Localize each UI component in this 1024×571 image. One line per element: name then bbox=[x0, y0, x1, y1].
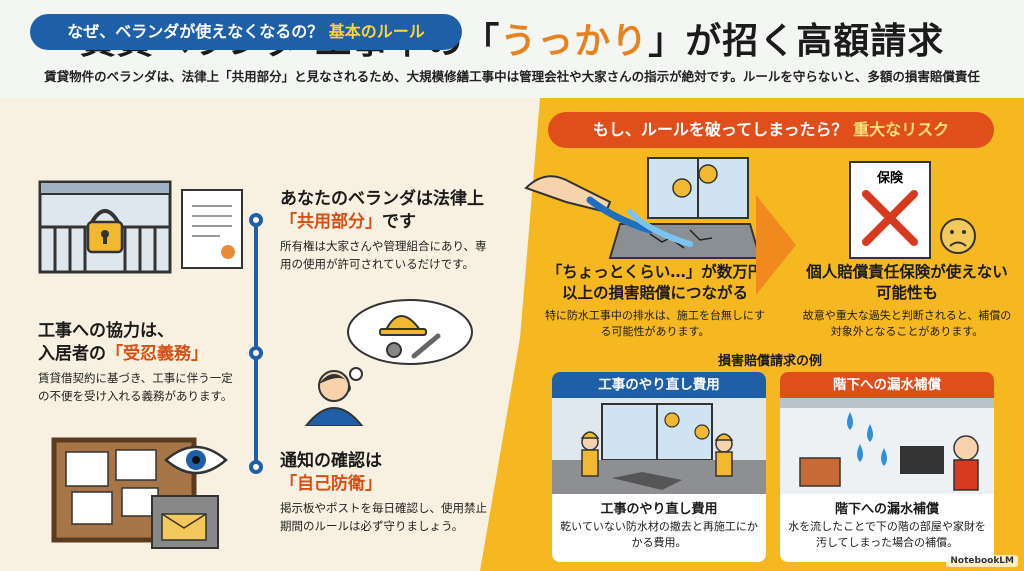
major-risk-accent: 重大なリスク bbox=[853, 120, 950, 139]
rule-common-area: あなたのベランダは法律上 「共用部分」です 所有権は大家さんや管理組合にあり、専… bbox=[280, 188, 490, 274]
timeline-dot-3 bbox=[249, 460, 263, 474]
insurance-label: 保険 bbox=[876, 170, 904, 186]
major-risk-pill: もし、ルールを破ってしまったら？ 重大なリスク bbox=[548, 112, 994, 148]
example-card-leak-image bbox=[780, 398, 994, 494]
coin-icon bbox=[672, 164, 718, 198]
notebooklm-logo: NotebookLM bbox=[946, 555, 1018, 567]
timeline-line bbox=[254, 220, 258, 470]
arrow-right-icon bbox=[756, 195, 796, 295]
gear-icon bbox=[386, 342, 402, 358]
risk-damages-body: 特に防水工事中の排水は、施工を台無しにする可能性があります。 bbox=[544, 308, 766, 339]
risk-insurance-body: 故意や重大な過失と判断されると、補償の対象外となることがあります。 bbox=[802, 308, 1012, 339]
notice-board-illustration bbox=[51, 437, 228, 549]
document-icon bbox=[181, 189, 243, 269]
example-card-redo: 工事のやり直し費用 工事のやり直し費用 乾いていない防水材の撤去と再施工にか bbox=[552, 372, 766, 562]
rule-common-area-heading: あなたのベランダは法律上 「共用部分」です bbox=[280, 189, 484, 232]
timeline-dot-2 bbox=[249, 346, 263, 360]
major-risk-question: もし、ルールを破ってしまったら？ bbox=[592, 120, 848, 139]
basic-rules-pill: なぜ、ベランダが使えなくなるの？ 基本のルール bbox=[30, 14, 462, 50]
sad-face-icon bbox=[940, 218, 976, 254]
risk-insurance: 個人賠償責任保険が使えない可能性も 故意や重大な過失と判断されると、補償の対象外… bbox=[800, 262, 1014, 341]
rule-self-defense: 通知の確認は 「自己防衛」 掲示板やポストを毎日確認し、使用禁止期間のルールは必… bbox=[280, 450, 490, 536]
title-part2: 」が招く高額請求 bbox=[648, 21, 945, 62]
risk-damages: 「ちょっとくらい…」が数万円以上の損害賠償につながる 特に防水工事中の排水は、施… bbox=[540, 262, 770, 341]
example-card-leak-body: 階下への漏水補償 水を流したことで下の階の部屋や家財を汚してしまった場合の補償。 bbox=[780, 494, 994, 555]
angry-resident-icon bbox=[953, 435, 979, 491]
rule-duty-body: 賃貸借契約に基づき、工事に伴う一定の不便を受け入れる義務があります。 bbox=[38, 370, 233, 403]
examples-title: 損害賠償請求の例 bbox=[717, 354, 822, 369]
wrench-icon bbox=[411, 333, 441, 359]
resident-thinking-illustration bbox=[304, 299, 473, 426]
example-card-redo-image bbox=[552, 398, 766, 494]
example-card-leak-header: 階下への漏水補償 bbox=[780, 372, 994, 398]
risk-damages-heading: 「ちょっとくらい…」が数万円以上の損害賠償につながる bbox=[546, 263, 764, 302]
title-highlight: うっかり bbox=[500, 21, 649, 62]
example-card-redo-title: 工事のやり直し費用 bbox=[600, 502, 718, 517]
rule-self-defense-heading: 通知の確認は 「自己防衛」 bbox=[280, 451, 382, 494]
basic-rules-question: なぜ、ベランダが使えなくなるの？ bbox=[67, 22, 324, 41]
example-card-leak: 階下への漏水補償 階下への漏水補償 水を流したことで下の階の部屋や家財を汚してし… bbox=[780, 372, 994, 562]
example-card-leak-title: 階下への漏水補償 bbox=[834, 502, 939, 517]
rule-duty-heading: 工事への協力は、 入居者の「受忍義務」 bbox=[38, 321, 208, 364]
example-card-redo-desc: 乾いていない防水材の撤去と再施工にかかる費用。 bbox=[560, 520, 758, 549]
eye-icon bbox=[164, 445, 228, 475]
worker-icon bbox=[580, 431, 734, 477]
insurance-crossed-illustration: 保険 bbox=[849, 161, 976, 259]
hose-water-illustration bbox=[524, 157, 760, 259]
page-subtitle: 賃貸物件のベランダは、法律上「共用部分」と見なされるため、大規模修繕工事中は管理… bbox=[44, 69, 980, 84]
rule-common-area-body: 所有権は大家さんや管理組合にあり、専用の使用が許可されているだけです。 bbox=[280, 238, 487, 271]
timeline-dot-1 bbox=[249, 213, 263, 227]
water-drop-icon bbox=[847, 412, 887, 466]
example-card-redo-body: 工事のやり直し費用 乾いていない防水材の撤去と再施工にかかる費用。 bbox=[552, 494, 766, 555]
rule-self-defense-body: 掲示板やポストを毎日確認し、使用禁止期間のルールは必ず守りましょう。 bbox=[280, 500, 487, 533]
water-leak-illustration bbox=[780, 398, 994, 494]
cross-icon bbox=[862, 190, 918, 246]
locked-balcony-illustration bbox=[38, 180, 243, 274]
construction-workers-illustration bbox=[552, 398, 766, 494]
risk-insurance-heading: 個人賠償責任保険が使えない可能性も bbox=[806, 263, 1008, 302]
example-card-redo-header: 工事のやり直し費用 bbox=[552, 372, 766, 398]
rule-duty: 工事への協力は、 入居者の「受忍義務」 賃貸借契約に基づき、工事に伴う一定の不便… bbox=[38, 320, 238, 406]
basic-rules-accent: 基本のルール bbox=[328, 22, 425, 41]
hard-hat-icon bbox=[379, 315, 427, 336]
example-card-leak-desc: 水を流したことで下の階の部屋や家財を汚してしまった場合の補償。 bbox=[788, 520, 986, 549]
coin-icon bbox=[664, 412, 710, 440]
mailbox-icon bbox=[151, 495, 219, 549]
